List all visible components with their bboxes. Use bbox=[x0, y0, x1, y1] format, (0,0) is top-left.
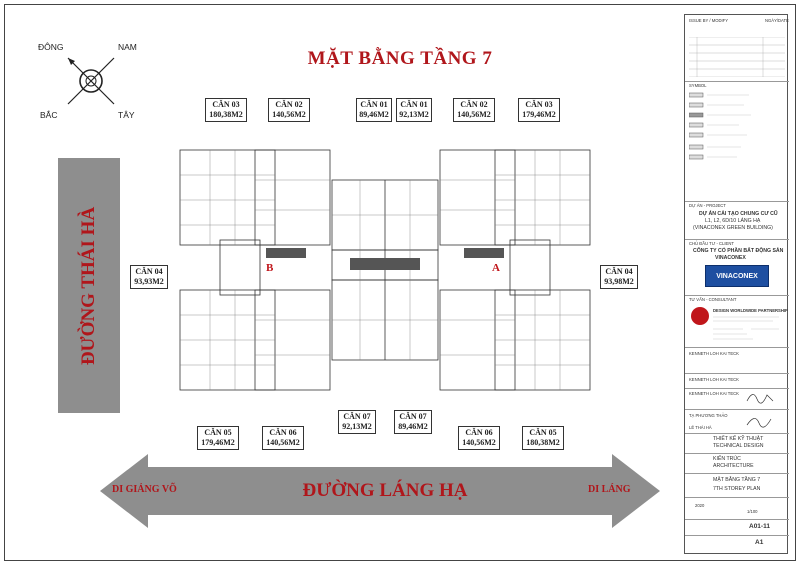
marker-a: A bbox=[492, 262, 500, 274]
unit-label: CĂN 03 179,46M2 bbox=[518, 98, 560, 122]
sheet-title-vi: MẶT BẰNG TẦNG 7 bbox=[713, 477, 761, 483]
unit-area: 140,56M2 bbox=[462, 438, 496, 447]
to-giang-vo-label: DI GIẢNG VÕ bbox=[112, 484, 177, 495]
unit-label: CĂN 03 180,38M2 bbox=[205, 98, 247, 122]
unit-name: CĂN 04 bbox=[605, 267, 633, 276]
compass-rose-icon bbox=[67, 57, 115, 105]
project-building: (VINACONEX GREEN BUILDING) bbox=[693, 225, 773, 231]
unit-name: CĂN 02 bbox=[275, 100, 303, 109]
stage-en: TECHNICAL DESIGN bbox=[713, 443, 764, 449]
unit-label: CĂN 05 179,46M2 bbox=[197, 426, 239, 450]
title-block: ISSUE BY / MODIFY NGÀY/DATE SYMBOL DỰ ÁN… bbox=[684, 14, 789, 554]
unit-label: CĂN 02 140,56M2 bbox=[268, 98, 310, 122]
year: 2020 bbox=[695, 503, 705, 508]
signature-1 bbox=[746, 394, 774, 404]
person-2: KENNETH LOH KAI TECK bbox=[689, 377, 739, 382]
to-lang-label: DI LÁNG bbox=[588, 484, 631, 495]
sheet-title-en: 7TH STOREY PLAN bbox=[713, 486, 761, 492]
unit-name: CĂN 03 bbox=[212, 100, 240, 109]
unit-label: CĂN 04 93,93M2 bbox=[130, 265, 168, 289]
person-1: KENNETH LOH KAI TECK bbox=[689, 351, 739, 356]
unit-name: CĂN 03 bbox=[525, 100, 553, 109]
unit-name: CĂN 04 bbox=[135, 267, 163, 276]
unit-area: 89,46M2 bbox=[359, 110, 389, 119]
signature-2 bbox=[746, 418, 772, 428]
design-company: DESIGN WORLDWIDE PARTNERSHIP bbox=[713, 308, 788, 313]
consultant-details bbox=[713, 316, 779, 340]
design-logo-icon bbox=[691, 307, 709, 325]
legend-header: SYMBOL bbox=[689, 83, 707, 88]
unit-area: 180,38M2 bbox=[209, 110, 243, 119]
unit-label: CĂN 01 89,46M2 bbox=[356, 98, 392, 122]
unit-area: 179,46M2 bbox=[522, 110, 556, 119]
unit-label: CĂN 02 140,56M2 bbox=[453, 98, 495, 122]
compass-east: ĐÔNG bbox=[38, 42, 64, 52]
vinaconex-logo: VINACONEX bbox=[705, 265, 769, 287]
unit-label: CĂN 06 140,56M2 bbox=[458, 426, 500, 450]
unit-name: CĂN 02 bbox=[460, 100, 488, 109]
unit-label: CĂN 07 92,13M2 bbox=[338, 410, 376, 434]
revision-grid bbox=[689, 37, 785, 77]
stage-vi: THIẾT KẾ KỸ THUẬT bbox=[713, 436, 764, 442]
client-label: CHỦ ĐẦU TƯ - CLIENT bbox=[689, 241, 734, 246]
discipline-vi: KIẾN TRÚC bbox=[713, 456, 741, 462]
lang-ha-road-label: ĐƯỜNG LÁNG HẠ bbox=[185, 467, 585, 515]
unit-area: 92,13M2 bbox=[342, 422, 372, 431]
unit-name: CĂN 06 bbox=[269, 428, 297, 437]
compass-south: NAM bbox=[118, 42, 137, 52]
thai-ha-road-label: ĐƯỜNG THÁI HÀ bbox=[78, 206, 100, 365]
unit-name: CĂN 06 bbox=[465, 428, 493, 437]
unit-label: CĂN 05 180,38M2 bbox=[522, 426, 564, 450]
unit-name: CĂN 01 bbox=[400, 100, 428, 109]
unit-name: CĂN 07 bbox=[399, 412, 427, 421]
thai-ha-road bbox=[58, 158, 120, 413]
unit-area: 140,56M2 bbox=[272, 110, 306, 119]
unit-label: CĂN 07 89,46M2 bbox=[394, 410, 432, 434]
marker-b: B bbox=[266, 262, 274, 274]
lang-ha-arrows bbox=[100, 454, 660, 528]
unit-label: CĂN 06 140,56M2 bbox=[262, 426, 304, 450]
sheet-size: A1 bbox=[755, 539, 764, 546]
floor-plan-drawing bbox=[179, 149, 591, 391]
unit-name: CĂN 05 bbox=[529, 428, 557, 437]
person-5: LÊ THÁI HÀ bbox=[689, 425, 712, 430]
consultant-label: TƯ VẤN - CONSULTANT bbox=[689, 297, 737, 302]
person-3: KENNETH LOH KAI TECK bbox=[689, 391, 739, 396]
client-name-2: VINACONEX bbox=[715, 255, 746, 261]
unit-label: CĂN 04 93,98M2 bbox=[600, 265, 638, 289]
project-address: L1, L2, 6D/10 LÁNG HẠ bbox=[705, 218, 761, 224]
client-name: CÔNG TY CỔ PHẦN BẤT ĐỘNG SẢN bbox=[693, 248, 784, 254]
drawing-number: A01-11 bbox=[749, 523, 770, 530]
person-4: TẠ PHƯƠNG THẢO bbox=[689, 413, 728, 418]
scale: 1/100 bbox=[747, 509, 758, 514]
legend-symbols bbox=[689, 92, 751, 160]
drawing-title: MẶT BẰNG TẦNG 7 bbox=[307, 48, 493, 69]
unit-name: CĂN 01 bbox=[360, 100, 388, 109]
unit-area: 93,98M2 bbox=[604, 277, 634, 286]
unit-area: 92,13M2 bbox=[399, 110, 429, 119]
unit-area: 89,46M2 bbox=[398, 422, 428, 431]
discipline-en: ARCHITECTURE bbox=[713, 463, 754, 469]
unit-area: 179,46M2 bbox=[201, 438, 235, 447]
issue-header: ISSUE BY / MODIFY bbox=[689, 18, 729, 23]
unit-name: CĂN 07 bbox=[343, 412, 371, 421]
compass-north: BẮC bbox=[40, 110, 58, 120]
unit-area: 180,38M2 bbox=[526, 438, 560, 447]
compass-west: TÂY bbox=[118, 110, 135, 120]
unit-area: 140,56M2 bbox=[266, 438, 300, 447]
date-header: NGÀY/DATE bbox=[765, 18, 789, 23]
unit-area: 93,93M2 bbox=[134, 277, 164, 286]
project-label: DỰ ÁN - PROJECT bbox=[689, 203, 726, 208]
project-name: DỰ ÁN CẢI TẠO CHUNG CƯ CŨ bbox=[699, 211, 778, 217]
unit-name: CĂN 05 bbox=[204, 428, 232, 437]
vinaconex-logo-text: VINACONEX bbox=[716, 272, 758, 280]
unit-area: 140,56M2 bbox=[457, 110, 491, 119]
unit-label: CĂN 01 92,13M2 bbox=[396, 98, 432, 122]
